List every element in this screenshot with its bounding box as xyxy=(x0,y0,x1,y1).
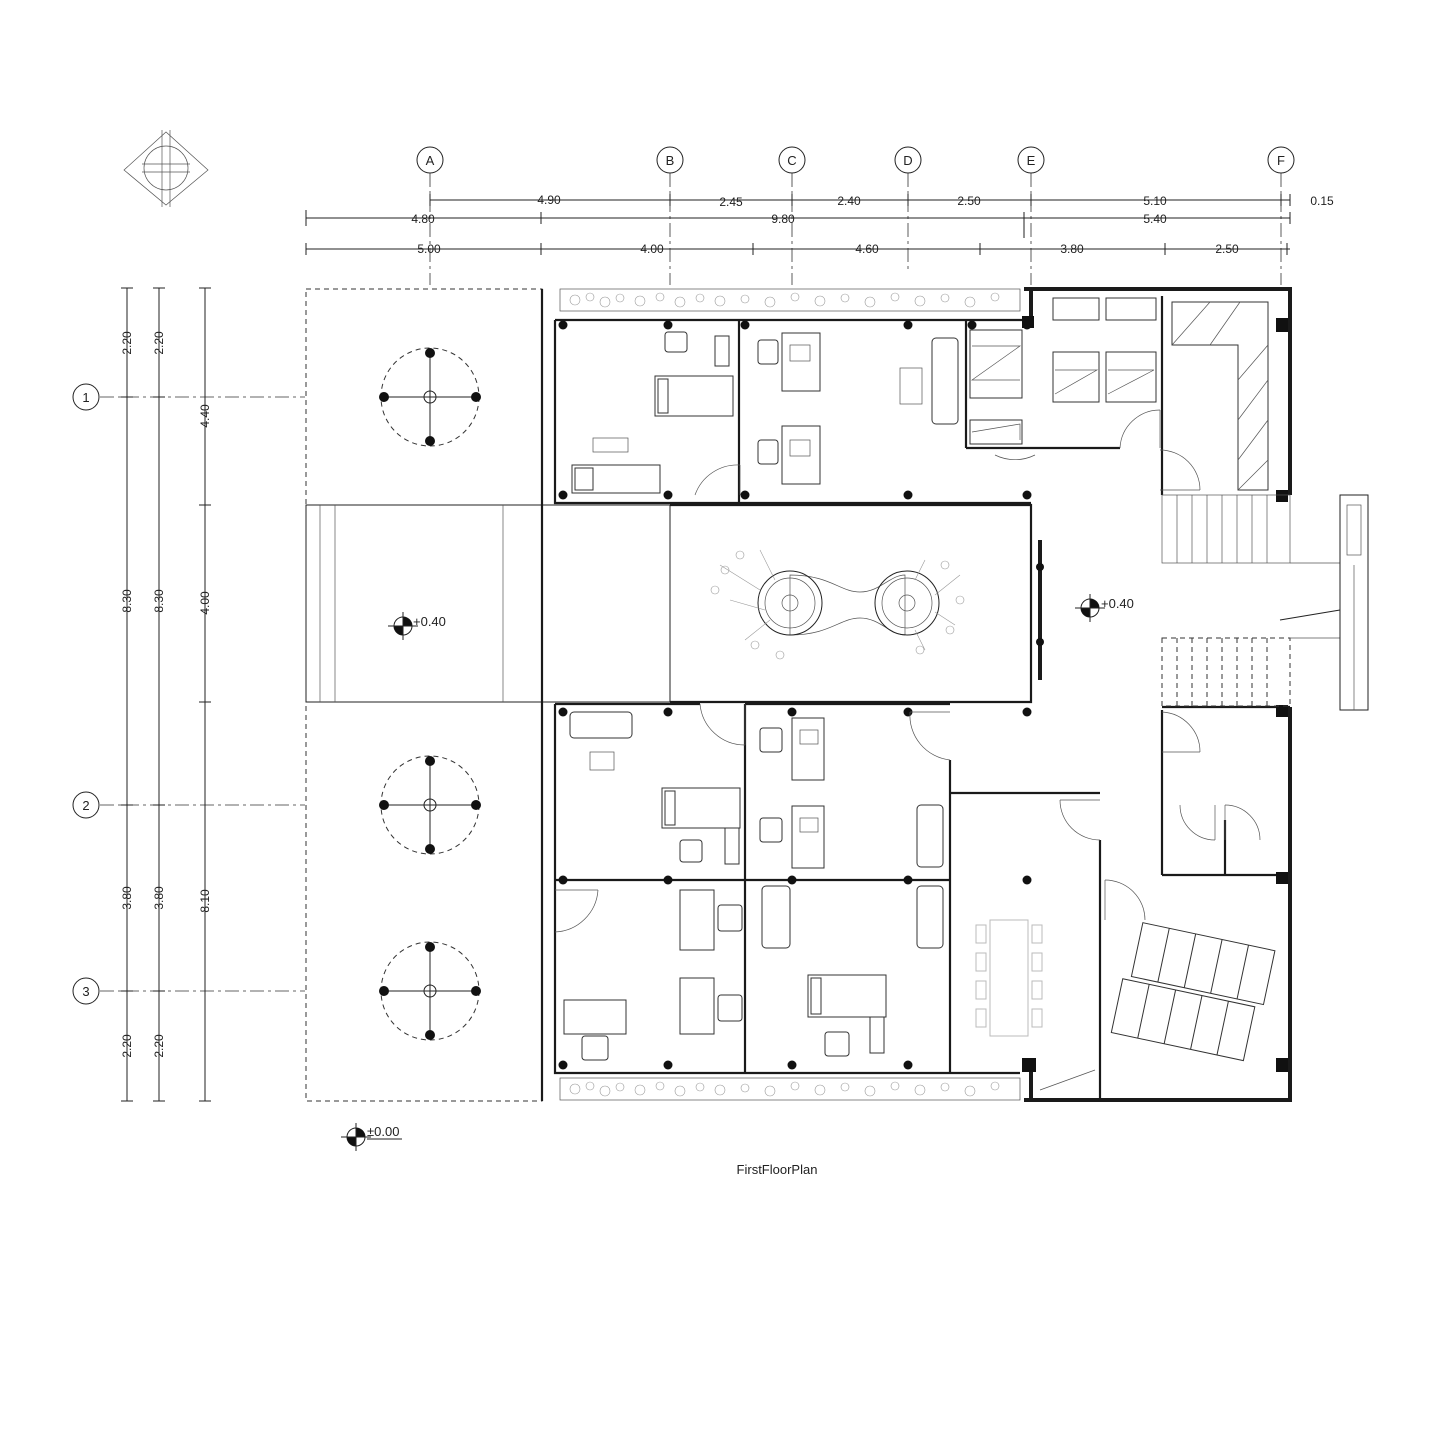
planter-strip-south xyxy=(559,1077,1021,1101)
svg-text:±0.00: ±0.00 xyxy=(367,1124,399,1139)
svg-text:1: 1 xyxy=(82,390,89,405)
level-marker-hall: +0.40 xyxy=(1075,594,1134,622)
svg-text:4.40: 4.40 xyxy=(198,404,212,428)
grid-bubble-C: C xyxy=(778,146,806,174)
staircase xyxy=(1161,494,1369,711)
svg-text:4.80: 4.80 xyxy=(411,212,435,226)
grid-bubble-A: A xyxy=(416,146,444,174)
svg-text:0.15: 0.15 xyxy=(1310,194,1334,208)
svg-text:2.20: 2.20 xyxy=(152,1034,166,1058)
courtyard-planter-icon xyxy=(710,549,965,660)
svg-text:3.80: 3.80 xyxy=(152,886,166,910)
svg-text:D: D xyxy=(903,153,912,168)
svg-text:+0.40: +0.40 xyxy=(1101,596,1134,611)
left-dimension-chains: 2.20 8.30 3.80 2.20 2.20 8.30 3.80 2.20 … xyxy=(120,287,212,1102)
svg-text:4.60: 4.60 xyxy=(855,242,879,256)
terrace-outline xyxy=(305,288,671,1102)
svg-text:4.90: 4.90 xyxy=(537,193,561,207)
svg-text:4.00: 4.00 xyxy=(640,242,664,256)
level-marker-ground: ±0.00 xyxy=(341,1123,402,1151)
grid-bubble-F: F xyxy=(1267,146,1295,174)
grid-bubble-3: 3 xyxy=(72,977,100,1005)
umbrella-table xyxy=(379,347,481,447)
svg-text:9.80: 9.80 xyxy=(771,212,795,226)
doors xyxy=(554,409,1261,933)
svg-text:5.00: 5.00 xyxy=(417,242,441,256)
drawing-title: FirstFloorPlan xyxy=(737,1162,818,1177)
svg-text:8.10: 8.10 xyxy=(198,889,212,913)
grid-bubbles-columns: A B C D E F xyxy=(416,146,1295,174)
level-marker-courtyard: +0.40 xyxy=(388,612,446,640)
svg-text:A: A xyxy=(426,153,435,168)
grid-bubble-E: E xyxy=(1017,146,1045,174)
umbrella-table xyxy=(379,755,481,855)
building-walls xyxy=(540,287,1292,1102)
svg-text:F: F xyxy=(1277,153,1285,168)
svg-text:2: 2 xyxy=(82,798,89,813)
grid-bubble-B: B xyxy=(656,146,684,174)
grid-bubble-1: 1 xyxy=(72,383,100,411)
svg-text:2.50: 2.50 xyxy=(1215,242,1239,256)
svg-text:E: E xyxy=(1027,153,1036,168)
svg-text:+0.40: +0.40 xyxy=(413,614,446,629)
office-furniture-south xyxy=(563,711,1276,1091)
grid-bubble-D: D xyxy=(894,146,922,174)
svg-text:2.20: 2.20 xyxy=(152,331,166,355)
svg-text:4.00: 4.00 xyxy=(198,591,212,615)
svg-text:3.80: 3.80 xyxy=(120,886,134,910)
svg-text:C: C xyxy=(787,153,796,168)
planter-strip-north xyxy=(559,288,1021,312)
grid-bubbles-rows: 1 2 3 xyxy=(72,383,100,1005)
svg-text:8.30: 8.30 xyxy=(152,589,166,613)
svg-text:2.45: 2.45 xyxy=(719,195,743,209)
svg-text:3.80: 3.80 xyxy=(1060,242,1084,256)
svg-text:2.20: 2.20 xyxy=(120,1034,134,1058)
svg-text:2.50: 2.50 xyxy=(957,194,981,208)
svg-text:2.40: 2.40 xyxy=(837,194,861,208)
svg-text:5.10: 5.10 xyxy=(1143,194,1167,208)
north-arrow-icon xyxy=(123,130,209,207)
grid-lines-columns xyxy=(429,173,1282,285)
svg-text:8.30: 8.30 xyxy=(120,589,134,613)
grid-bubble-2: 2 xyxy=(72,791,100,819)
office-furniture-north xyxy=(571,297,1269,494)
umbrella-table xyxy=(379,941,481,1041)
svg-text:3: 3 xyxy=(82,984,89,999)
svg-text:5.40: 5.40 xyxy=(1143,212,1167,226)
svg-text:2.20: 2.20 xyxy=(120,331,134,355)
svg-text:B: B xyxy=(666,153,675,168)
top-dimension-chains: 4.90 2.45 2.40 2.50 5.10 0.15 4.80 9.80 … xyxy=(305,193,1334,256)
structural-columns xyxy=(558,316,1288,1072)
grid-lines-rows xyxy=(100,396,305,992)
